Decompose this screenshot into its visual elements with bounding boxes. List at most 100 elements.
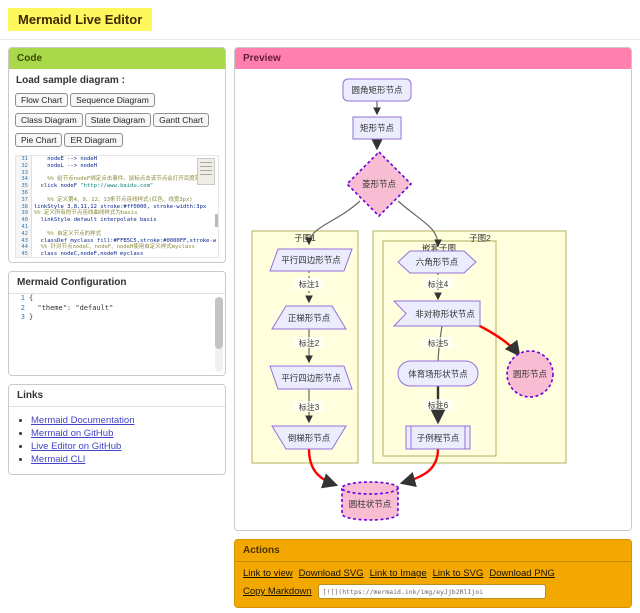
- config-scrollbar[interactable]: [215, 297, 223, 372]
- right-column: Preview 子图1 子图2 嵌套子图: [234, 47, 632, 613]
- code-line: 42 %% 自定义节点的样式: [16, 230, 218, 238]
- svg-text:圆角矩形节点: 圆角矩形节点: [351, 85, 403, 95]
- svg-text:子例程节点: 子例程节点: [417, 433, 460, 443]
- node-stadium: 体育场形状节点: [397, 360, 479, 387]
- link-to-image[interactable]: Link to Image: [369, 568, 427, 579]
- page-title: Mermaid Live Editor: [8, 8, 153, 31]
- edge-g-cylinder-red: [307, 448, 339, 489]
- link-to-svg[interactable]: Link to SVG: [432, 568, 484, 579]
- svg-text:圆形节点: 圆形节点: [513, 369, 548, 379]
- sample-button-gantt-chart[interactable]: Gantt Chart: [153, 113, 210, 127]
- sample-button-class-diagram[interactable]: Class Diagram: [15, 113, 83, 127]
- svg-text:倒梯形节点: 倒梯形节点: [288, 433, 331, 443]
- edge-c-sub1: [305, 200, 361, 246]
- markdown-url-input[interactable]: [317, 584, 546, 599]
- download-svg-link[interactable]: Download SVG: [298, 568, 364, 579]
- code-line: 36: [16, 189, 218, 197]
- node-subroutine: 子例程节点: [405, 425, 471, 450]
- edge-k-cylinder-red: [399, 448, 440, 488]
- line-number: 43: [16, 237, 32, 245]
- config-editor[interactable]: 1{ 2 "theme": "default" 3}: [9, 294, 225, 375]
- svg-text:六角形节点: 六角形节点: [416, 257, 459, 267]
- node-trapezoid: 正梯形节点: [271, 305, 347, 330]
- copy-markdown-row: Copy Markdown: [235, 581, 631, 607]
- node-circle[interactable]: 圆形节点: [506, 350, 554, 398]
- flowchart-diagram: 子图1 子图2 嵌套子图: [251, 78, 567, 521]
- svg-text:平行四边形节点: 平行四边形节点: [281, 373, 341, 383]
- line-number: 44: [16, 244, 32, 252]
- line-number: 41: [16, 223, 32, 231]
- links-panel-body: Mermaid Documentation Mermaid on GitHub …: [9, 407, 225, 474]
- svg-text:体育场形状节点: 体育场形状节点: [408, 369, 468, 379]
- preview-body: 子图1 子图2 嵌套子图: [235, 69, 631, 530]
- app-header: Mermaid Live Editor: [0, 0, 640, 31]
- sample-button-er-diagram[interactable]: ER Diagram: [64, 133, 123, 147]
- list-item: Live Editor on GitHub: [31, 440, 219, 453]
- editor-minimap: [197, 158, 215, 185]
- subgraph-nested-title: 嵌套子图: [422, 243, 456, 253]
- line-number: 35: [16, 183, 32, 190]
- line-number: 31: [16, 156, 32, 163]
- code-line: 37 %% 定义第4、9、12、13条节点连线样式(红色、线宽3px): [16, 196, 218, 204]
- code-line: 40 linkStyle default interpolate basis: [16, 217, 218, 224]
- code-line: 31 nodeE --> nodeH: [16, 156, 218, 163]
- node-diamond: 菱形节点: [345, 150, 413, 218]
- link-mermaid-cli[interactable]: Mermaid CLI: [31, 454, 86, 465]
- line-number: 42: [16, 230, 32, 238]
- code-panel-header: Code: [9, 48, 225, 69]
- actions-links: Link to view Download SVG Link to Image Lin…: [235, 562, 631, 581]
- svg-text:矩形节点: 矩形节点: [360, 123, 395, 133]
- config-line: 3}: [9, 313, 225, 323]
- line-number: 38: [16, 203, 32, 211]
- config-line: 2 "theme": "default": [9, 304, 225, 314]
- node-cylinder: 圆柱状节点: [341, 481, 399, 521]
- code-line: 43 classDef myclass fill:#FFB5C5,stroke:…: [16, 237, 218, 245]
- link-live-editor-on-github[interactable]: Live Editor on GitHub: [31, 441, 122, 452]
- line-number: 39: [16, 210, 32, 218]
- line-number: 45: [16, 251, 32, 257]
- link-mermaid-on-github[interactable]: Mermaid on GitHub: [31, 428, 114, 439]
- preview-panel-header: Preview: [235, 48, 631, 69]
- svg-text:正梯形节点: 正梯形节点: [288, 313, 331, 323]
- code-line: 34 %% 给节点nodeF绑定点击事件。鼠标点击该节点会打开百度首页: [16, 176, 218, 184]
- config-panel: Mermaid Configuration 1{ 2 "theme": "def…: [8, 271, 226, 376]
- code-line: 32 nodeL --> nodeH: [16, 162, 218, 170]
- header-divider: [0, 39, 640, 40]
- svg-text:圆柱状节点: 圆柱状节点: [349, 499, 392, 509]
- config-line: 1{: [9, 294, 225, 304]
- link-mermaid-documentation[interactable]: Mermaid Documentation: [31, 415, 135, 426]
- sample-button-flow-chart[interactable]: Flow Chart: [15, 93, 69, 107]
- line-number: 1: [20, 294, 25, 302]
- list-item: Mermaid CLI: [31, 453, 219, 466]
- sample-button-state-diagram[interactable]: State Diagram: [84, 113, 152, 127]
- node-parallelogram-1: 平行四边形节点: [269, 248, 353, 272]
- edge-label-4: 标注4: [428, 279, 449, 289]
- code-editor[interactable]: 31 nodeE --> nodeH 32 nodeL --> nodeH 33…: [15, 155, 219, 258]
- svg-text:菱形节点: 菱形节点: [362, 179, 397, 189]
- download-png-link[interactable]: Download PNG: [489, 568, 555, 579]
- node-rect: 矩形节点: [352, 116, 402, 140]
- line-number: 36: [16, 189, 32, 197]
- actions-panel-header: Actions: [235, 540, 631, 562]
- link-to-view[interactable]: Link to view: [243, 568, 293, 579]
- edge-label-6: 标注6: [428, 400, 449, 410]
- edge-c-sub2: [397, 200, 442, 248]
- line-number: 34: [16, 176, 32, 184]
- code-line: 41: [16, 223, 218, 231]
- editor-scrollbar[interactable]: [215, 214, 218, 227]
- svg-text:非对称形状节点: 非对称形状节点: [415, 309, 475, 319]
- sample-button-pie-chart[interactable]: Pie Chart: [15, 133, 63, 147]
- list-item: Mermaid Documentation: [31, 414, 219, 427]
- line-number: 32: [16, 162, 32, 170]
- edge-label-3: 标注3: [299, 402, 320, 412]
- line-number: 37: [16, 196, 32, 204]
- code-line: 39%% 定义所有的节点连线曲线样式为basis: [16, 210, 218, 218]
- code-line: 45 class nodeC,nodeF,nodeH myclass: [16, 251, 218, 257]
- copy-markdown-link[interactable]: Copy Markdown: [243, 586, 312, 597]
- footer: Powered by mermaid8.4.8: [234, 608, 632, 613]
- line-number: 2: [20, 303, 25, 312]
- edge-label-2: 标注2: [299, 338, 320, 348]
- sample-button-sequence-diagram[interactable]: Sequence Diagram: [70, 93, 155, 107]
